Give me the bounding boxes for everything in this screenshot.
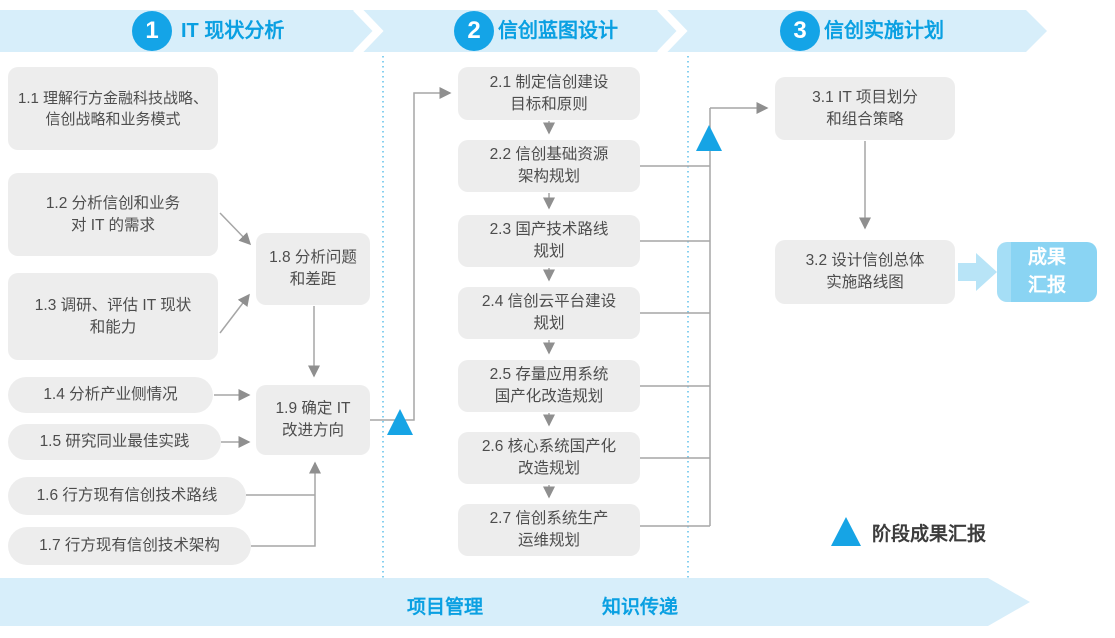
step-1-9: 1.9 确定 IT 改进方向	[256, 385, 370, 455]
step-2-1: 2.1 制定信创建设 目标和原则	[458, 67, 640, 120]
flow-connectors	[214, 87, 871, 547]
phase-3-number-badge: 3	[780, 11, 820, 51]
phase-separator-dotted-lines	[382, 56, 689, 578]
step-1-1: 1.1 理解行方金融科技战略、 信创战略和业务模式	[8, 67, 218, 150]
milestone-triangle-phase1	[387, 409, 413, 435]
step-3-1: 3.1 IT 项目划分 和组合策略	[775, 77, 955, 140]
legend-label: 阶段成果汇报	[872, 524, 987, 545]
step-1-4: 1.4 分析产业侧情况	[8, 377, 213, 413]
step-3-2: 3.2 设计信创总体 实施路线图	[775, 240, 955, 304]
phase-3-title: 信创实施计划	[824, 20, 944, 42]
step-2-3: 2.3 国产技术路线 规划	[458, 215, 640, 267]
step-1-6: 1.6 行方现有信创技术路线	[8, 477, 246, 515]
result-block-arrow	[958, 253, 997, 291]
result-report-box: 成果 汇报	[997, 242, 1097, 302]
phase-1-number-badge: 1	[132, 11, 172, 51]
step-1-2: 1.2 分析信创和业务 对 IT 的需求	[8, 173, 218, 256]
phase-1-title: IT 现状分析	[181, 20, 285, 42]
legend-triangle-icon	[831, 517, 861, 546]
step-1-5: 1.5 研究同业最佳实践	[8, 424, 221, 460]
step-2-4: 2.4 信创云平台建设 规划	[458, 287, 640, 339]
step-1-7: 1.7 行方现有信创技术架构	[8, 527, 251, 565]
phase-2-title: 信创蓝图设计	[498, 20, 618, 42]
step-2-6: 2.6 核心系统国产化 改造规划	[458, 432, 640, 484]
phase-2-number-badge: 2	[454, 11, 494, 51]
step-2-7: 2.7 信创系统生产 运维规划	[458, 504, 640, 556]
step-1-3: 1.3 调研、评估 IT 现状 和能力	[8, 273, 218, 360]
bottom-label-project-management: 项目管理	[406, 597, 483, 618]
milestone-triangle-phase2	[696, 125, 722, 151]
step-2-5: 2.5 存量应用系统 国产化改造规划	[458, 360, 640, 412]
bottom-band	[0, 578, 1030, 626]
bottom-label-knowledge-transfer: 知识传递	[601, 597, 678, 618]
step-2-2: 2.2 信创基础资源 架构规划	[458, 140, 640, 192]
step-1-8: 1.8 分析问题 和差距	[256, 233, 370, 305]
